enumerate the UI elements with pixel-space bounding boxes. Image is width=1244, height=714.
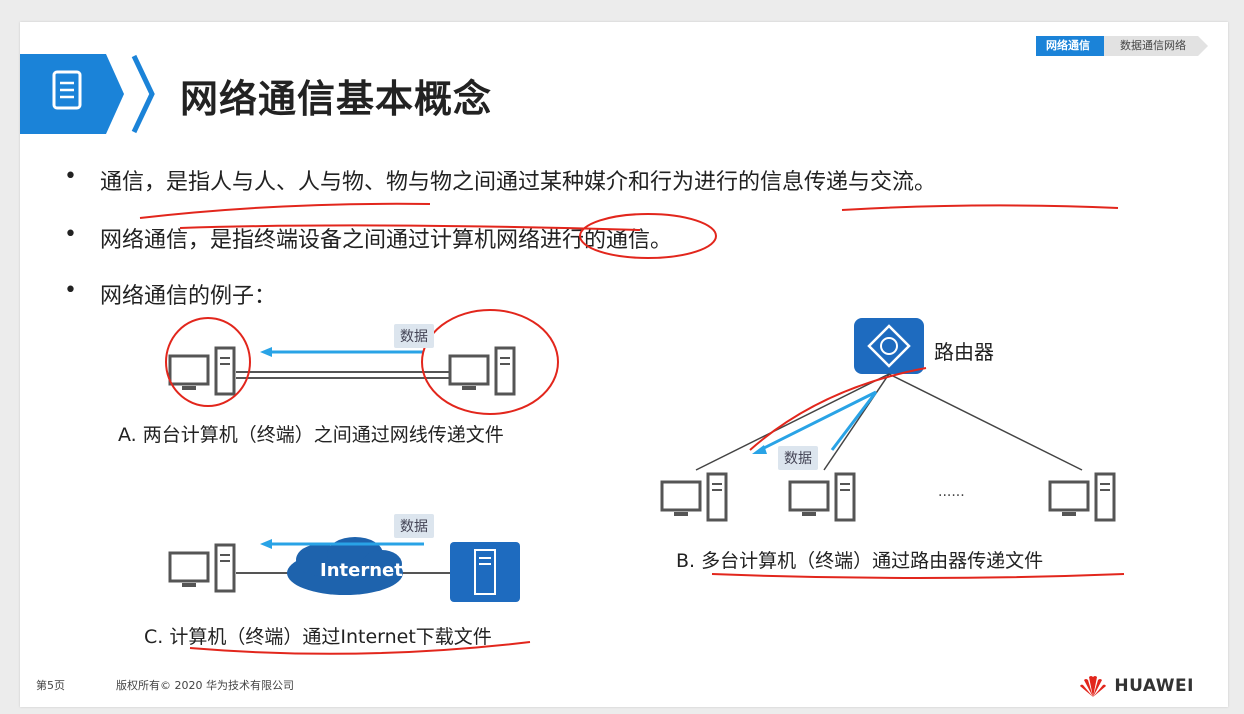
breadcrumb: 网络通信 数据通信网络: [1036, 36, 1208, 56]
document-icon: [20, 54, 124, 134]
huawei-flower-icon: [1080, 676, 1107, 697]
pc-icon-a-right: [448, 346, 516, 396]
caption-example-c: C. 计算机（终端）通过Internet下载文件: [144, 626, 492, 648]
title-chevron-icon: [131, 54, 155, 134]
router-label: 路由器: [934, 340, 994, 364]
pc-icon-c: [168, 543, 236, 593]
pc-icon-a-left: [168, 346, 236, 396]
page-number: 第5页: [36, 679, 65, 692]
bullet-definition-network-communication: 网络通信，是指终端设备之间通过计算机网络进行的通信。: [64, 222, 672, 254]
brand-name: HUAWEI: [1114, 676, 1194, 696]
huawei-logo: HUAWEI: [1078, 675, 1194, 697]
handwritten-annotations: [139, 202, 1125, 655]
pc-icon-b-3: [1048, 472, 1116, 522]
data-arrow-b-1: [759, 390, 877, 452]
bullet-examples-heading: 网络通信的例子：: [64, 278, 276, 310]
slide: 网络通信 数据通信网络 网络通信基本概念 通信，是指人与人、人与物、物与物之间通…: [20, 22, 1228, 707]
data-tag-c: 数据: [394, 514, 434, 538]
caption-example-a: A. 两台计算机（终端）之间通过网线传递文件: [118, 424, 504, 446]
router-icon: [854, 318, 924, 374]
server-icon: [450, 542, 520, 602]
copyright-text: 版权所有© 2020 华为技术有限公司: [116, 679, 294, 692]
internet-cloud-icon: [287, 537, 403, 595]
bullet-definition-communication: 通信，是指人与人、人与物、物与物之间通过某种媒介和行为进行的信息传递与交流。: [64, 164, 936, 196]
pc-icon-b-2: [788, 472, 856, 522]
page-title: 网络通信基本概念: [180, 77, 493, 121]
caption-example-b: B. 多台计算机（终端）通过路由器传递文件: [676, 550, 1044, 572]
breadcrumb-next[interactable]: 数据通信网络: [1104, 36, 1208, 56]
data-arrow-b-2: [830, 391, 878, 451]
internet-label: Internet: [320, 560, 403, 581]
data-tag-b: 数据: [778, 446, 818, 470]
pc-icon-b-1: [660, 472, 728, 522]
more-computers-ellipsis: ......: [938, 484, 965, 500]
network-diagrams: [139, 202, 1125, 655]
data-tag-a: 数据: [394, 324, 434, 348]
